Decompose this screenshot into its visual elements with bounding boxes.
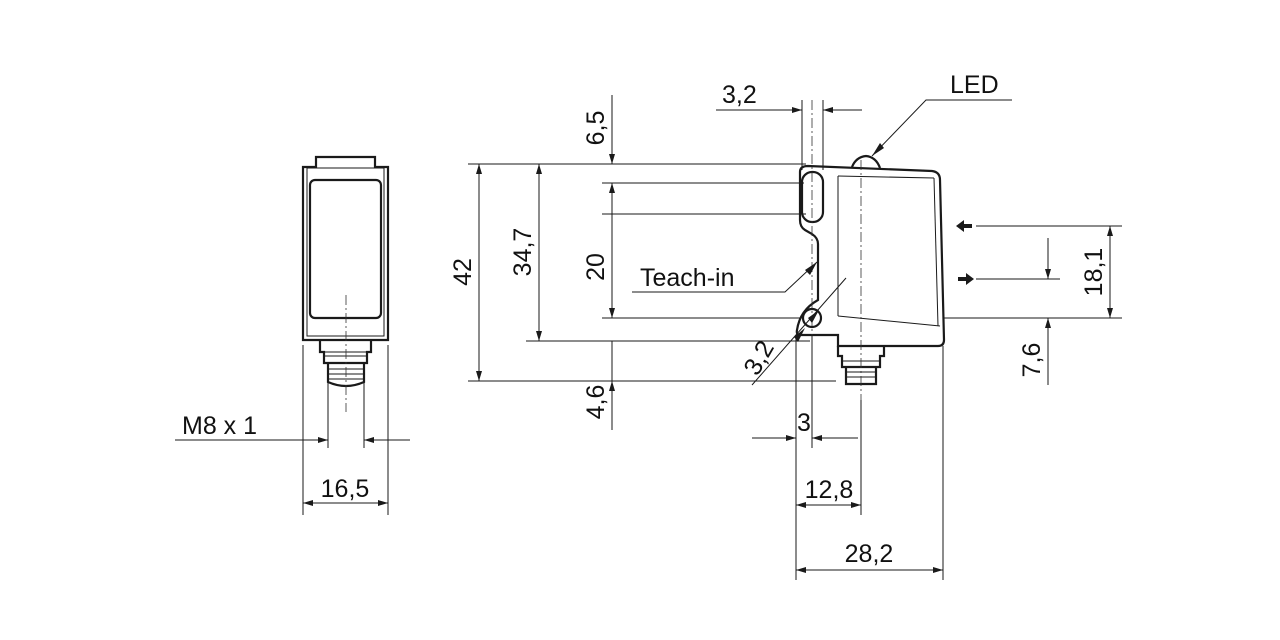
connector-offset-label: 3 [797,409,811,437]
extension-lines [468,163,836,382]
dim-vertical-chain: 6,5 20 4,6 [582,95,615,430]
front-connector [318,340,373,388]
receiver-arrow-icon [956,220,972,232]
optical-spacing-label: 18,1 [1080,248,1108,297]
side-top-inner-edge [837,175,935,179]
optical-bottom-label: 7,6 [1018,343,1046,378]
dim-hole-width: 3,2 [716,81,862,170]
teach-in-callout: Teach-in [632,261,818,293]
front-lens-window [308,178,383,320]
led-indicator [850,154,882,169]
dim-hole-diameter: 3,2 [738,277,847,386]
front-housing-outline [301,155,390,342]
hole-width-label: 3,2 [722,81,757,109]
dim-front-width: 16,5 [302,345,389,515]
side-bottom-inner-edge [837,315,941,327]
dim-height-body: 34,7 [509,164,542,341]
emitter-arrow-icon [958,273,974,285]
side-view [795,100,946,410]
led-callout: LED [871,71,1012,157]
hole-diameter-label: 3,2 [738,336,780,380]
side-back-inner-edge [933,177,939,327]
height-total-label: 42 [449,258,477,286]
upper-slot-hole [800,170,825,224]
led-label: LED [950,71,999,99]
connector-position-label: 12,8 [805,476,854,504]
dim-optical-bottom: 7,6 [1018,238,1051,385]
height-body-label: 34,7 [509,228,537,277]
thread-label: M8 x 1 [182,412,257,440]
bottom-offset-label: 4,6 [582,385,610,420]
side-housing-outline [795,164,946,348]
optical-axis-markers [956,220,974,285]
right-extension-lines [944,225,1122,319]
top-offset-label: 6,5 [582,111,610,146]
lower-mounting-hole [801,307,823,329]
front-housing-inner [306,167,385,337]
dim-optical-spacing: 18,1 [1080,226,1113,318]
hole-spacing-label: 20 [582,253,610,281]
dim-thread: M8 x 1 [175,382,410,448]
depth-total-label: 28,2 [845,540,894,568]
front-width-label: 16,5 [321,475,370,503]
dim-depth-total: 28,2 [796,346,944,580]
teach-in-label: Teach-in [640,264,735,292]
dim-connector-position: 12,8 [796,400,862,515]
dim-connector-offset: 3 [752,335,858,580]
front-view [301,155,390,412]
dim-height-total: 42 [449,164,482,381]
